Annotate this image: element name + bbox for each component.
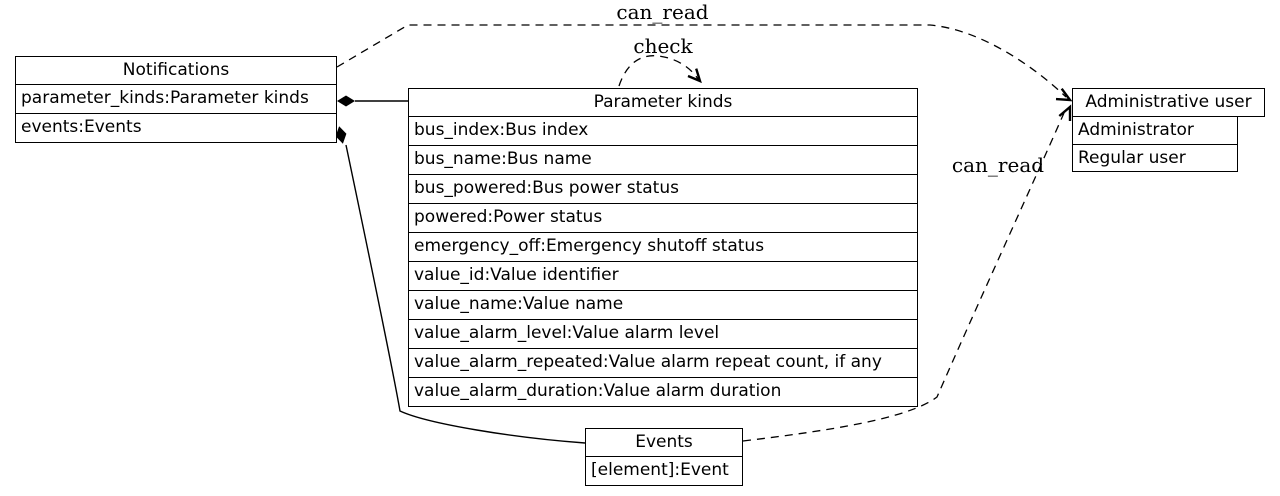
node-title: Parameter kinds (593, 92, 733, 112)
node-notifications: Notifications parameter_kinds:Parameter … (15, 56, 337, 143)
node-row-value-alarm-level: value_alarm_level:Value alarm level (409, 319, 917, 348)
node-row-powered: powered:Power status (409, 203, 917, 232)
node-row-administrator: Administrator (1078, 120, 1194, 140)
node-row-element: [element]:Event (586, 456, 742, 485)
arrowhead-icon (1058, 104, 1072, 121)
node-row-value-alarm-duration: value_alarm_duration:Value alarm duratio… (409, 377, 917, 406)
edge-can-read-top (336, 24, 1067, 98)
node-row-bus-index: bus_index:Bus index (409, 116, 917, 145)
node-admin-user-body: Administrator Regular user (1072, 116, 1238, 172)
node-row-bus-name: bus_name:Bus name (409, 145, 917, 174)
node-row-emergency-off: emergency_off:Emergency shutoff status (409, 232, 917, 261)
arrowhead-icon (1055, 87, 1073, 102)
node-parameter-kinds: Parameter kinds bus_index:Bus index bus_… (408, 88, 918, 407)
edge-label-can-read-top: can_read (616, 0, 709, 24)
node-row-regular-user: Regular user (1073, 144, 1237, 171)
node-events: Events [element]:Event (585, 428, 743, 486)
node-row-parameter-kinds: parameter_kinds:Parameter kinds (16, 84, 336, 113)
composition-diamond-icon (337, 95, 355, 107)
node-title: Administrative user (1085, 92, 1252, 112)
node-row-events: events:Events (16, 113, 336, 142)
node-row-value-id: value_id:Value identifier (409, 261, 917, 290)
edge-notifications-events (345, 144, 586, 444)
node-title: Events (635, 432, 693, 452)
edge-check-loop (618, 55, 699, 87)
node-row-value-alarm-repeated: value_alarm_repeated:Value alarm repeat … (409, 348, 917, 377)
node-row-value-name: value_name:Value name (409, 290, 917, 319)
arrowhead-icon (687, 68, 702, 84)
composition-diamond-icon (335, 126, 347, 144)
edge-label-can-read-right: can_read (951, 153, 1045, 177)
node-row-bus-powered: bus_powered:Bus power status (409, 174, 917, 203)
edge-label-check: check (633, 34, 693, 58)
node-title: Notifications (122, 60, 230, 80)
node-admin-user-title: Administrative user (1072, 88, 1265, 117)
